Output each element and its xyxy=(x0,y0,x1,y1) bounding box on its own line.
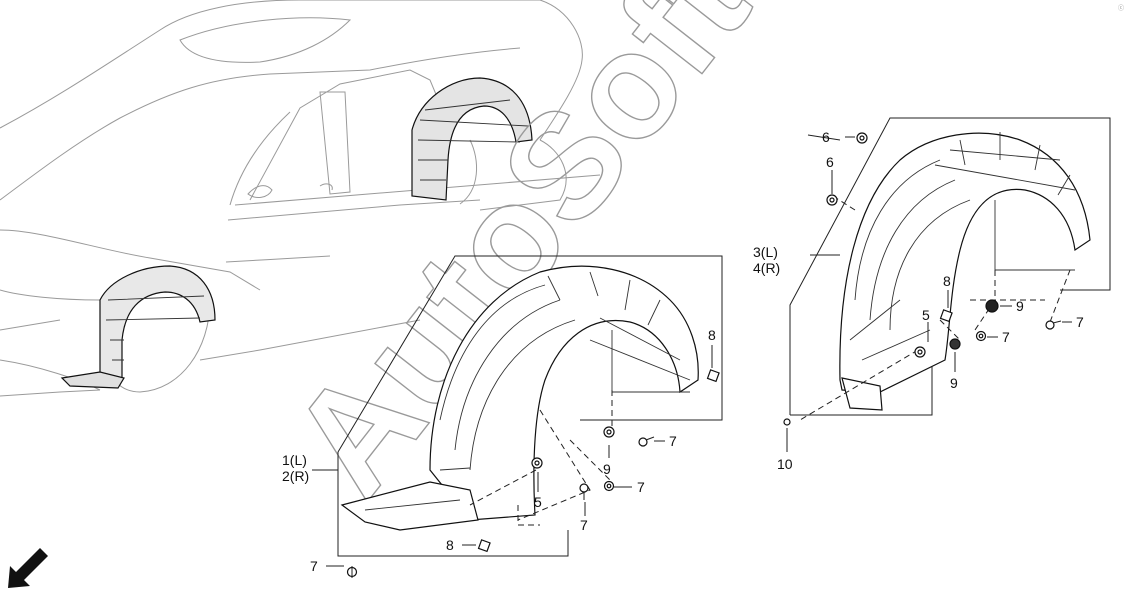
nut-clip-icon xyxy=(706,369,720,383)
callout-8: 8 xyxy=(943,273,951,289)
callout-8: 8 xyxy=(446,537,454,553)
screw-icon xyxy=(1045,320,1062,330)
rear-liner-flap-part xyxy=(841,377,883,411)
clip-icon xyxy=(531,457,543,469)
grommet-icon xyxy=(949,338,961,350)
clip-icon xyxy=(603,426,615,438)
clip-icon xyxy=(914,346,926,358)
callout-10: 10 xyxy=(777,456,793,472)
front-liner-on-vehicle xyxy=(60,265,216,389)
clip-icon xyxy=(783,418,791,426)
vehicle-outline xyxy=(0,0,601,397)
callout-part-3-left: 3(L) xyxy=(753,244,778,260)
clip-icon xyxy=(826,194,838,206)
callout-7: 7 xyxy=(1076,314,1084,330)
rear-fender-liner-group: 3(L) 4(R) 6 6 8 9 5 7 9 7 10 xyxy=(753,117,1111,472)
callout-9: 9 xyxy=(950,375,958,391)
screw-icon xyxy=(638,436,655,447)
callout-7: 7 xyxy=(669,433,677,449)
grommet-icon xyxy=(603,480,615,492)
callout-part-4-right: 4(R) xyxy=(753,260,780,276)
clip-icon xyxy=(856,132,868,144)
callout-6: 6 xyxy=(826,154,834,170)
front-direction-arrow-icon xyxy=(8,548,48,588)
nut-clip-icon xyxy=(477,539,491,553)
corner-mark: ⓒ xyxy=(1118,4,1124,12)
front-fender-liner-part xyxy=(429,265,699,521)
rear-liner-on-vehicle xyxy=(411,77,533,201)
callout-7: 7 xyxy=(1002,329,1010,345)
rear-fender-liner-part xyxy=(839,132,1091,393)
callout-7: 7 xyxy=(310,558,318,574)
callout-5: 5 xyxy=(922,307,930,323)
callout-9: 9 xyxy=(603,461,611,477)
callout-6: 6 xyxy=(822,129,830,145)
callout-part-1-left: 1(L) xyxy=(282,452,307,468)
callout-5: 5 xyxy=(534,494,542,510)
nut-clip-icon xyxy=(939,309,953,323)
callout-8: 8 xyxy=(708,327,716,343)
callout-9: 9 xyxy=(1016,298,1024,314)
front-fender-liner-group: 1(L) 2(R) 8 9 7 5 7 7 8 7 xyxy=(282,255,723,578)
screw-icon xyxy=(346,566,358,578)
callout-part-2-right: 2(R) xyxy=(282,468,309,484)
callout-7: 7 xyxy=(580,517,588,533)
screw-icon xyxy=(579,483,589,500)
grommet-icon xyxy=(985,299,999,313)
callout-7: 7 xyxy=(637,479,645,495)
grommet-icon xyxy=(975,330,987,342)
front-liner-flap-part xyxy=(340,481,479,531)
